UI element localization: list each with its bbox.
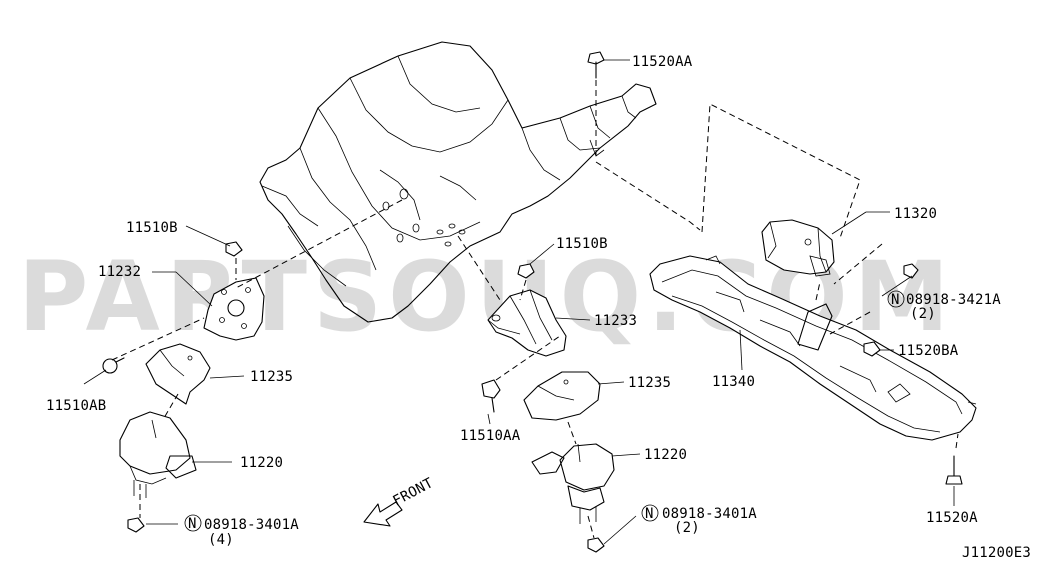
nut-11510B-mid bbox=[517, 263, 535, 279]
leader-lines bbox=[83, 59, 955, 545]
front-arrow: FRONT bbox=[363, 475, 436, 527]
bolt-11520AA bbox=[587, 51, 605, 79]
n-marker-right-top bbox=[887, 290, 905, 308]
bolt-11520A bbox=[945, 455, 963, 485]
label-11340: 11340 bbox=[712, 374, 755, 390]
label-11235-right: 11235 bbox=[628, 375, 671, 391]
insulator-shield-left bbox=[145, 343, 211, 405]
label-11520A: 11520A bbox=[926, 510, 978, 526]
bolt-11510AB bbox=[102, 357, 125, 374]
label-11510B-mid: 11510B bbox=[556, 236, 608, 252]
diagram-code: J11200E3 bbox=[962, 545, 1031, 561]
label-11510AB: 11510AB bbox=[46, 398, 106, 414]
mount-bracket-11233 bbox=[487, 289, 567, 357]
nut-08918-3421A bbox=[903, 263, 919, 279]
part-labels: 11520AA 11320 11510B 11510B 11232 08918-… bbox=[46, 54, 1031, 561]
label-08918-3401A-right-qty: (2) bbox=[674, 520, 700, 536]
n-marker-right-bottom bbox=[641, 504, 659, 522]
svg-text:N: N bbox=[645, 506, 654, 522]
label-11510AA: 11510AA bbox=[460, 428, 521, 444]
nut-11520BA bbox=[863, 341, 881, 357]
label-08918-3401A-right: 08918-3401A bbox=[662, 506, 757, 522]
bolt-11510AA bbox=[481, 379, 501, 413]
engine-mount-insulator-left bbox=[119, 411, 197, 498]
mount-bracket-11232 bbox=[203, 277, 265, 341]
insulator-shield-right bbox=[523, 371, 601, 421]
nut-08918-3401A-left bbox=[127, 517, 145, 533]
label-11220-right: 11220 bbox=[644, 447, 687, 463]
front-label: FRONT bbox=[390, 475, 436, 510]
assembly-guide-lines bbox=[111, 80, 959, 539]
nut-08918-3401A-right bbox=[587, 537, 605, 553]
label-08918-3421A: 08918-3421A bbox=[906, 292, 1001, 308]
label-08918-3401A-left: 08918-3401A bbox=[204, 517, 299, 533]
svg-text:N: N bbox=[188, 516, 197, 532]
label-08918-3401A-left-qty: (4) bbox=[208, 532, 234, 548]
label-11320: 11320 bbox=[894, 206, 937, 222]
label-11520BA: 11520BA bbox=[898, 343, 959, 359]
mount-bracket-11320 bbox=[761, 219, 835, 277]
label-11232: 11232 bbox=[98, 264, 141, 280]
label-11520AA: 11520AA bbox=[632, 54, 693, 70]
engine-transmission bbox=[259, 41, 657, 323]
engine-mount-insulator-right bbox=[531, 443, 615, 524]
label-11235-left: 11235 bbox=[250, 369, 293, 385]
n-marker-left-bottom bbox=[184, 514, 202, 532]
svg-text:N: N bbox=[891, 292, 900, 308]
label-11233: 11233 bbox=[594, 313, 637, 329]
label-11220-left: 11220 bbox=[240, 455, 283, 471]
label-08918-3421A-qty: (2) bbox=[910, 306, 936, 322]
label-11510B-left: 11510B bbox=[126, 220, 178, 236]
crossmember bbox=[649, 255, 977, 441]
nut-11510B-left bbox=[225, 241, 243, 257]
